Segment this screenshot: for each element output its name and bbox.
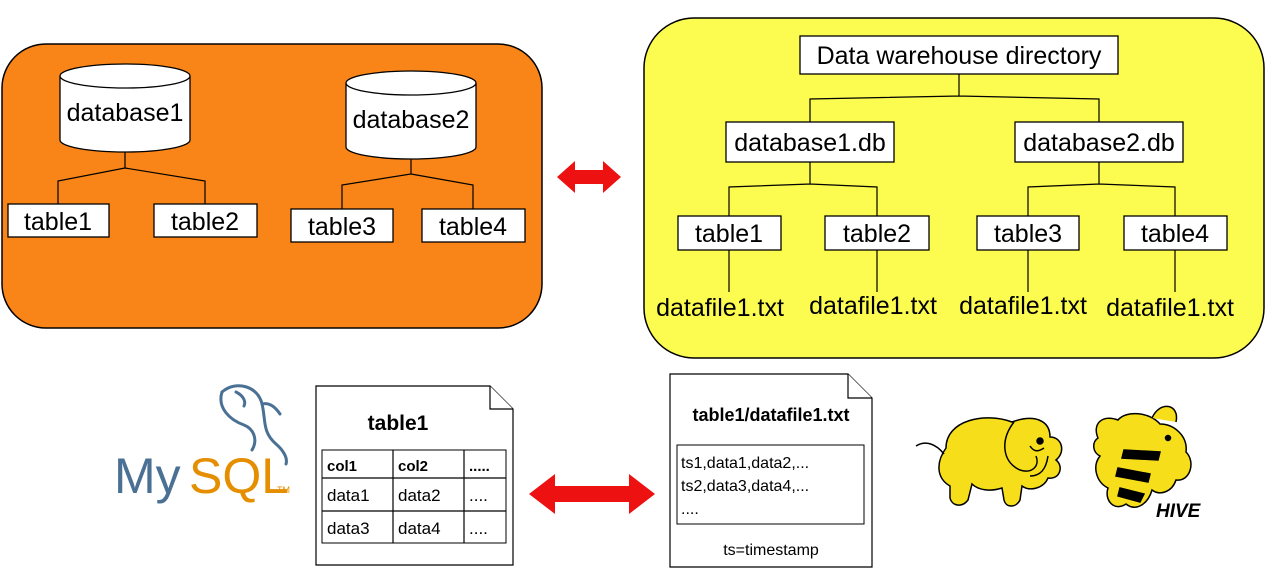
- bottom-double-arrow: [529, 474, 655, 514]
- database1-label: database1: [67, 99, 184, 127]
- mysql-logo: My SQL TM: [114, 384, 290, 504]
- hadoop-elephant-icon: [915, 417, 1063, 507]
- table-header-col1: col1: [327, 458, 357, 475]
- svg-text:Data warehouse directory: Data warehouse directory: [817, 42, 1102, 70]
- mysql-table1: table1: [7, 203, 110, 238]
- file-line-1: ts1,data1,data2,...: [681, 455, 809, 472]
- warehouse-root-box: Data warehouse directory: [799, 35, 1119, 75]
- warehouse-db1-box: database1.db: [725, 121, 895, 163]
- svg-text:table1: table1: [24, 208, 92, 236]
- table-grid: [321, 449, 507, 544]
- svg-text:database1.db: database1.db: [734, 129, 886, 157]
- file-doc-note: ts=timestamp: [723, 542, 819, 559]
- warehouse-table3: table3: [976, 215, 1080, 251]
- warehouse-table1: table1: [677, 215, 782, 251]
- db2-dir-connector: [1027, 162, 1176, 216]
- database2-label: database2: [353, 106, 470, 134]
- file-document: table1/datafile1.txt ts1,data1,data2,...…: [669, 373, 873, 568]
- table-cell-r2c1: data3: [327, 519, 370, 538]
- svg-text:table3: table3: [994, 220, 1062, 248]
- table-cell-r2c2: data4: [398, 519, 441, 538]
- svg-text:table3: table3: [308, 213, 376, 241]
- mysql-table4: table4: [421, 208, 526, 243]
- warehouse-db2-box: database2.db: [1014, 121, 1184, 163]
- file-doc-title: table1/datafile1.txt: [692, 405, 849, 425]
- file-content-box: [676, 444, 865, 525]
- svg-text:table4: table4: [1141, 220, 1209, 248]
- file-line-2: ts2,data3,data4,...: [681, 478, 809, 495]
- mysql-my-text: My: [114, 448, 181, 504]
- datafile-table3: datafile1.txt: [959, 292, 1087, 320]
- table-cell-r1c1: data1: [327, 486, 370, 505]
- mysql-sql-text: SQL: [189, 448, 289, 504]
- svg-text:table4: table4: [439, 213, 507, 241]
- mysql-table3: table3: [290, 208, 394, 243]
- hive-text: HIVE: [1156, 501, 1202, 522]
- table-doc-title: table1: [368, 412, 429, 435]
- warehouse-table2: table2: [824, 215, 930, 251]
- mysql-tm-text: TM: [277, 485, 290, 495]
- table-cell-r1c3: ....: [469, 486, 488, 505]
- hive-bee-elephant-icon: HIVE: [1093, 405, 1202, 522]
- file-line-3: ....: [681, 501, 699, 518]
- warehouse-table4: table4: [1123, 215, 1228, 251]
- db1-connector: [57, 152, 206, 204]
- dolphin-icon: [219, 384, 288, 466]
- db1-dir-connector: [728, 162, 878, 216]
- datafile-table1: datafile1.txt: [656, 294, 784, 322]
- top-double-arrow: [557, 161, 621, 193]
- svg-text:table2: table2: [171, 208, 239, 236]
- database1-cylinder: database1: [59, 63, 191, 153]
- root-connector: [809, 74, 1100, 122]
- datafile-table2: datafile1.txt: [809, 292, 937, 320]
- db2-connector: [341, 159, 474, 209]
- datafile-table4: datafile1.txt: [1106, 294, 1234, 322]
- svg-text:table2: table2: [843, 220, 911, 248]
- mysql-table2: table2: [153, 203, 258, 238]
- table-document: table1 col1 col2 ..... data1 data2 .... …: [315, 385, 514, 566]
- file-connectors: [728, 250, 1176, 292]
- svg-text:table1: table1: [695, 220, 763, 248]
- svg-text:database2.db: database2.db: [1023, 129, 1175, 157]
- database2-cylinder: database2: [345, 70, 477, 160]
- warehouse-panel: [643, 17, 1265, 359]
- table-header-more: .....: [469, 458, 490, 475]
- table-header-col2: col2: [398, 458, 428, 475]
- table-cell-r1c2: data2: [398, 486, 441, 505]
- table-cell-r2c3: ....: [469, 519, 488, 538]
